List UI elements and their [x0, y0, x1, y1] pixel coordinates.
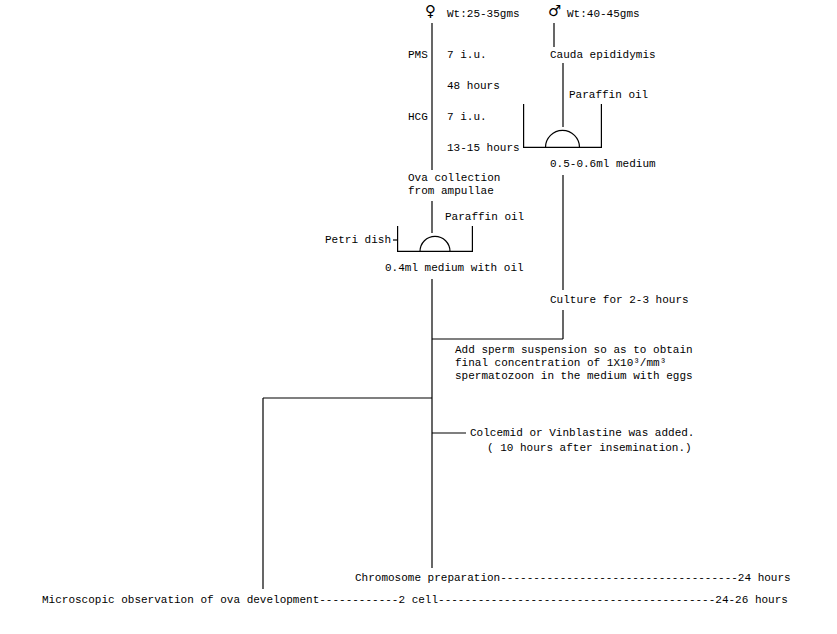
flow-line [263, 397, 432, 398]
note-text: ( 10 hours after insemination.) [487, 442, 692, 455]
dish-wall [524, 104, 602, 147]
petri-dish: Paraffin oil0.5-0.6ml medium [523, 104, 602, 148]
weight-note: Wt:25-35gms [447, 8, 520, 21]
weight-note: Wt:40-45gms [567, 8, 640, 21]
petri-dish: Paraffin oil0.4ml medium with oil [397, 226, 473, 252]
dose-label: 7 i.u. [447, 49, 487, 62]
flow-line [431, 201, 432, 233]
medium-label: 0.5-0.6ml medium [550, 158, 656, 171]
flow-line [262, 398, 263, 589]
flow-line [431, 279, 432, 568]
flow-line [432, 432, 466, 433]
dose-label: 7 i.u. [447, 111, 487, 124]
flow-line [431, 23, 432, 170]
medium-drop [420, 236, 450, 251]
note-text: Add sperm suspension so as to obtain fin… [455, 344, 699, 383]
oil-label: Paraffin oil [445, 211, 524, 224]
part-label: Petri dish [325, 234, 391, 247]
leader-line [393, 239, 397, 240]
female-symbol: ♀ [425, 3, 436, 20]
step-label: PMS [408, 49, 428, 62]
flow-line [432, 338, 563, 339]
dish-outline [397, 226, 473, 252]
step-label: Culture for 2-3 hours [550, 294, 689, 307]
flow-line [562, 175, 563, 290]
timeline-text: Chromosome preparation------------------… [355, 572, 791, 585]
interval-label: 48 hours [447, 80, 500, 93]
flow-line [562, 310, 563, 339]
timeline-text: Microscopic observation of ova developme… [42, 594, 788, 607]
step-label: HCG [408, 111, 428, 124]
note-text: Colcemid or Vinblastine was added. [470, 427, 694, 440]
step-label: Ova collection from ampullae [408, 172, 507, 198]
dish-outline [523, 104, 602, 148]
flow-line [553, 23, 554, 47]
step-label: Cauda epididymis [550, 49, 656, 62]
male-symbol: ♂ [548, 3, 561, 20]
flow-line [562, 63, 563, 127]
interval-label: 13-15 hours [447, 142, 520, 155]
medium-label: 0.4ml medium with oil [385, 262, 524, 275]
oil-label: Paraffin oil [569, 89, 648, 102]
dish-wall [398, 226, 473, 251]
medium-drop [546, 130, 580, 147]
